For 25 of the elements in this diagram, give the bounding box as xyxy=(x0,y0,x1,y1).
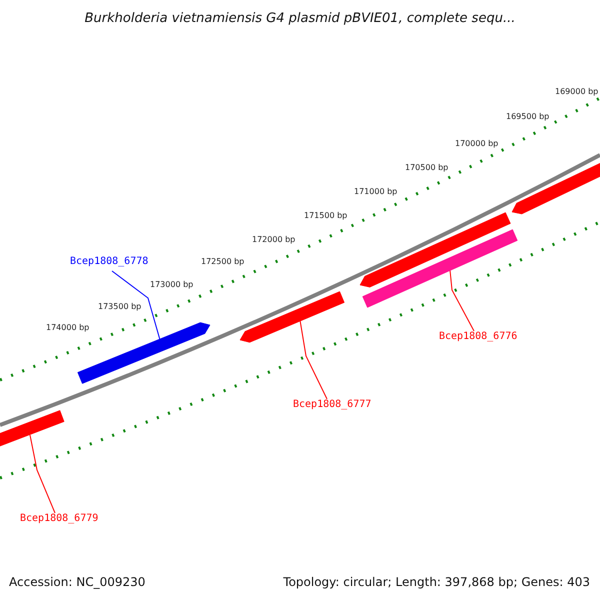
position-label: 169500 bp xyxy=(506,113,550,121)
position-label: 171500 bp xyxy=(304,212,348,220)
accession-text: Accession: NC_009230 xyxy=(9,576,146,588)
map-title: Burkholderia vietnamiensis G4 plasmid pBVIE01, complete sequ... xyxy=(84,12,516,25)
position-label: 173000 bp xyxy=(150,281,194,289)
gene-feature xyxy=(77,322,210,384)
position-label: 171000 bp xyxy=(354,188,398,196)
position-label: 170500 bp xyxy=(405,164,448,172)
gene-feature xyxy=(360,212,511,288)
position-label: 169000 bp xyxy=(555,88,598,96)
leader-line xyxy=(30,434,56,514)
gene-label: Bcep1808_6777 xyxy=(293,400,372,410)
gene-feature xyxy=(512,161,600,214)
sequence-summary: Topology: circular; Length: 397,868 bp; Genes: 403 xyxy=(283,576,590,588)
leader-line xyxy=(112,270,160,340)
position-label: 172000 bp xyxy=(252,236,296,244)
leader-line xyxy=(300,320,328,400)
leader-line xyxy=(450,270,474,332)
gene-label: Bcep1808_6778 xyxy=(70,257,148,267)
gene-feature xyxy=(240,291,345,343)
gene-label: Bcep1808_6779 xyxy=(20,514,98,524)
gene-feature xyxy=(362,229,518,308)
gene-feature xyxy=(0,410,64,448)
position-label: 174000 bp xyxy=(46,324,90,332)
gene-label: Bcep1808_6776 xyxy=(439,332,518,342)
